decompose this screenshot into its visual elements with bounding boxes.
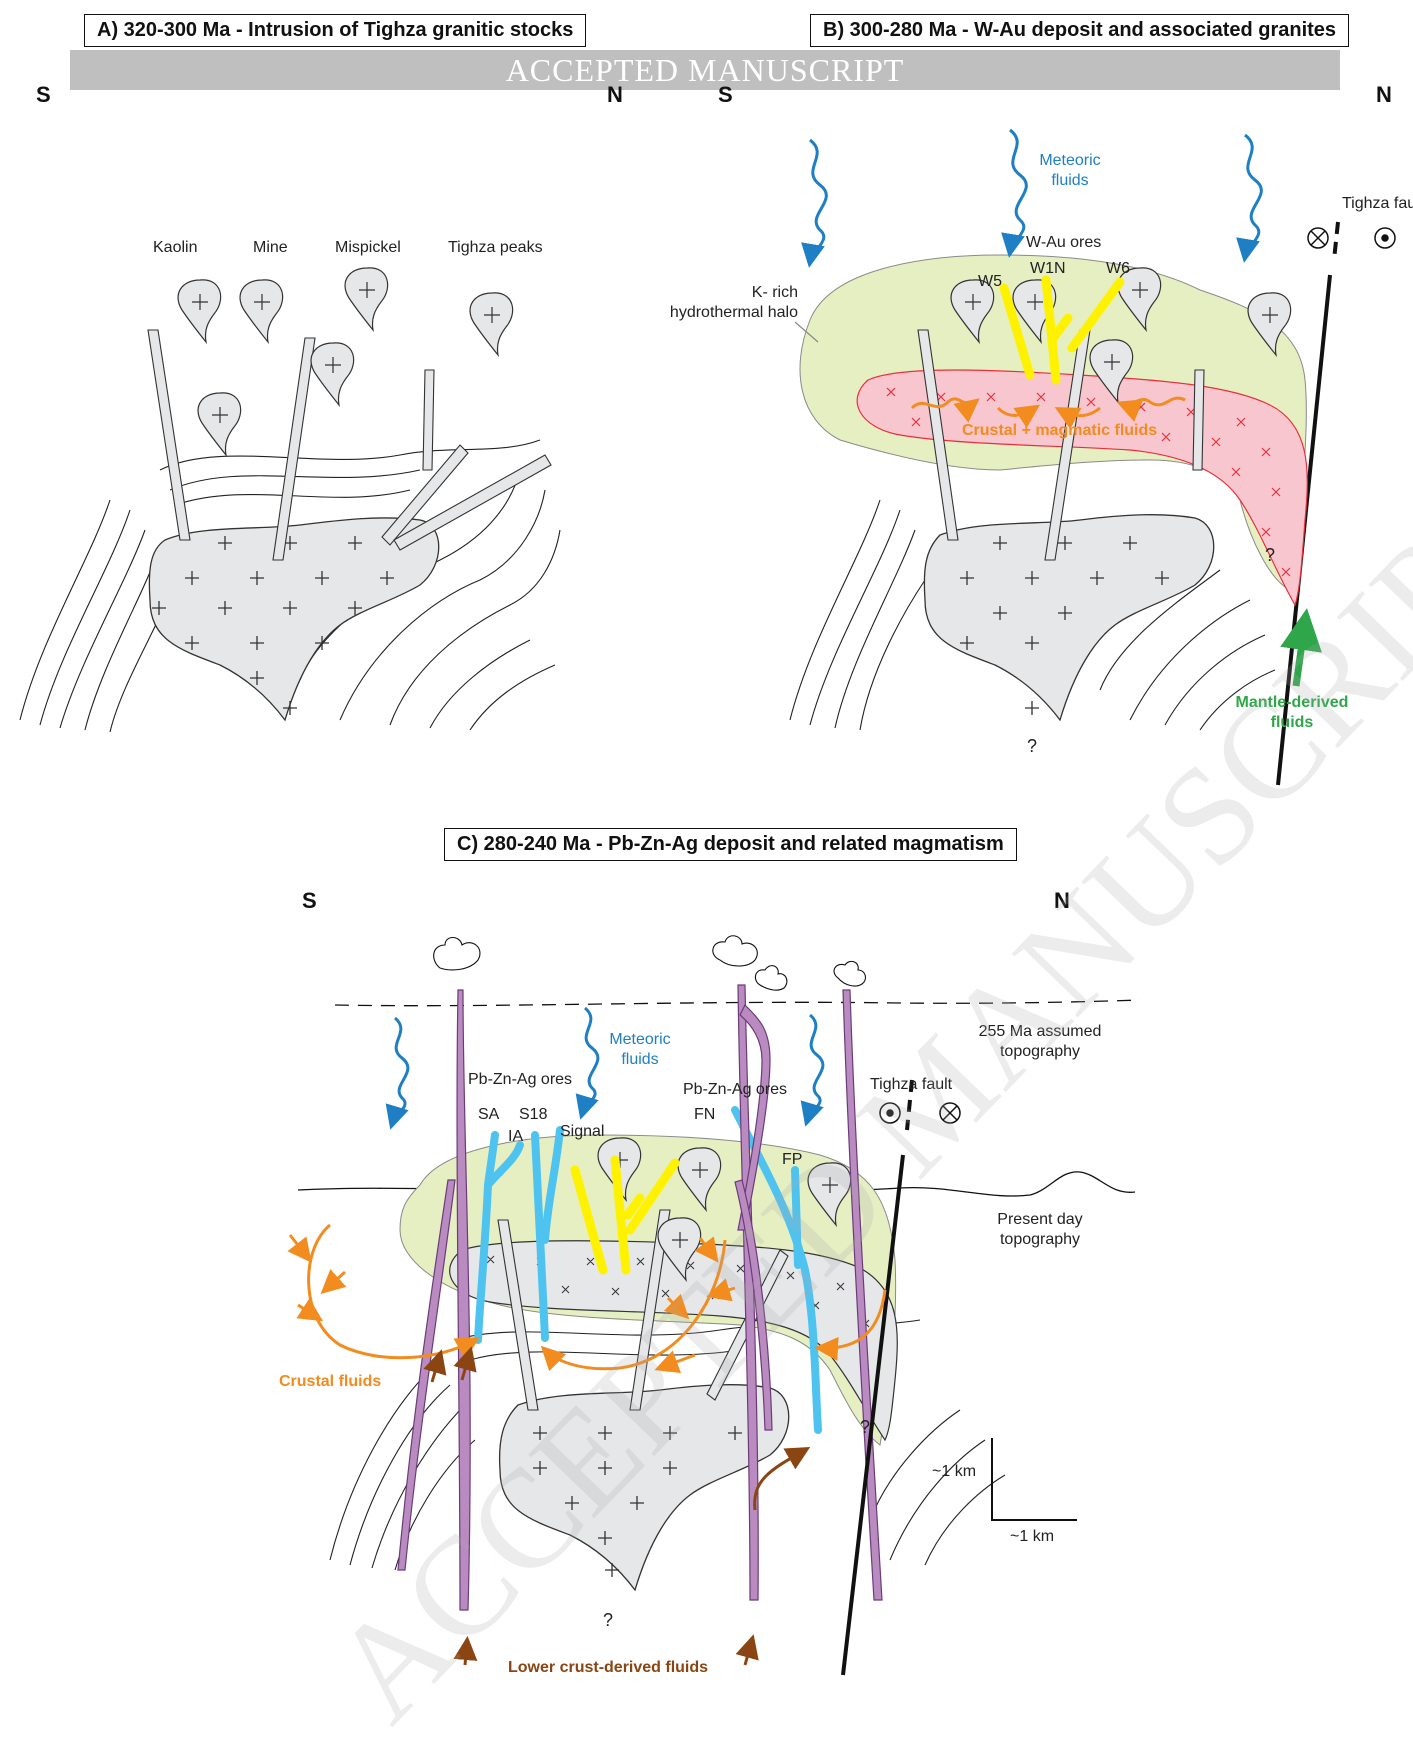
panel-c-lower-crust-label: Lower crust-derived fluids [508,1658,708,1678]
vein-label-w1n: W1N [1030,259,1066,279]
scale-horizontal-label: ~1 km [1010,1527,1054,1547]
panel-c-fault-symbols [880,1103,960,1123]
panel-a-drawing [20,268,560,732]
panel-c-north-label: N [1054,888,1070,914]
panel-b-granite-pluton [924,515,1213,720]
accepted-manuscript-banner: ACCEPTED MANUSCRIPT [70,50,1340,90]
vein-label-w6: W6 [1106,259,1130,279]
panel-c-volcanic-plumes [434,936,866,990]
panel-c-fault-label: Tighza fault [870,1075,952,1095]
panel-c-crustal-fluids-label: Crustal fluids [279,1372,381,1392]
panel-b-fault-label: Tighza fault [1342,194,1413,214]
vein-label-fn: FN [694,1105,715,1125]
vein-label-ia: IA [508,1127,523,1147]
panel-b-north-label: N [1376,82,1392,108]
panel-a-granite-pluton [149,518,438,720]
panel-a-title: A) 320-300 Ma - Intrusion of Tighza gran… [84,14,586,47]
vein-label-sa: SA [478,1105,499,1125]
scale-vertical-label: ~1 km [932,1462,976,1482]
panel-b-fault-symbols [1308,228,1395,248]
panel-c-question-upper: ? [860,1417,870,1437]
label-kaolin: Kaolin [153,238,197,258]
panel-b-south-label: S [718,82,733,108]
vein-label-w5: W5 [978,272,1002,292]
panel-a-stock-mine-2 [311,343,354,405]
panel-b-drawing [790,130,1395,785]
panel-b-mantle-arrow [1296,622,1305,686]
panel-b-ores-title: W-Au ores [1026,233,1101,253]
panel-a-south-label: S [36,82,51,108]
panel-c-title: C) 280-240 Ma - Pb-Zn-Ag deposit and rel… [444,828,1017,861]
vein-label-signal: Signal [560,1122,604,1142]
panel-a-stock-tighza-peaks [470,293,513,355]
label-mine: Mine [253,238,288,258]
panel-b-question-upper: ? [1265,545,1275,565]
panel-c-granite-pluton [500,1385,789,1590]
panel-b-crustal-magmatic-label: Crustal + magmatic fluids [962,421,1157,441]
panel-a-north-label: N [607,82,623,108]
panel-a-stock-kaolin [178,280,221,342]
panel-c-assumed-topography [335,1000,1140,1006]
panel-c-ores-right-title: Pb-Zn-Ag ores [683,1080,787,1100]
panel-c-south-label: S [302,888,317,914]
panel-b-question-lower: ? [1027,736,1037,756]
panel-c-question-lower: ? [603,1610,613,1630]
vein-label-fp: FP [782,1150,802,1170]
panel-c-scale-bar [992,1438,1077,1520]
panel-a-stock-kaolin-2 [198,393,241,455]
panel-a-stock-mispickel [345,268,388,330]
vein-label-s18: S18 [519,1105,547,1125]
panel-b-title: B) 300-280 Ma - W-Au deposit and associa… [810,14,1349,47]
panel-c-ores-left-title: Pb-Zn-Ag ores [468,1070,572,1090]
label-tighza-peaks: Tighza peaks [448,238,543,258]
label-mispickel: Mispickel [335,238,401,258]
panel-a-stock-mine [240,280,283,342]
